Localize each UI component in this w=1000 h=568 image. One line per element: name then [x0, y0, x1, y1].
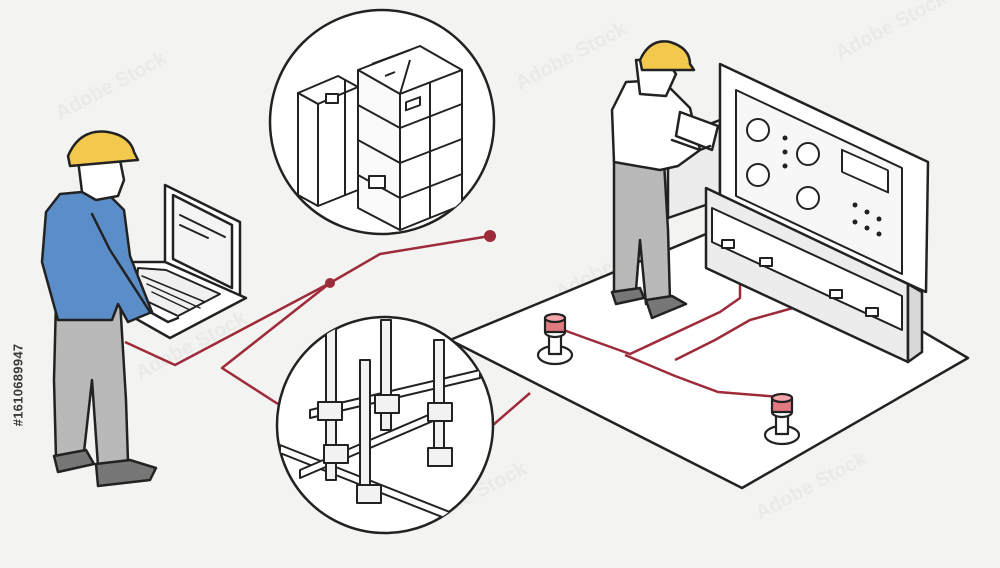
- engineer-with-tablet: [610, 40, 720, 320]
- battery-rack-detail: [268, 8, 496, 236]
- stock-id-text: #1610689947: [10, 343, 26, 427]
- svg-text:Adobe Stock: Adobe Stock: [512, 17, 631, 94]
- engineer-with-laptop: [40, 130, 248, 488]
- pipe-junction-detail: [275, 315, 495, 535]
- control-panel: [666, 62, 930, 364]
- wire-nodes: [325, 230, 496, 288]
- floor-sensors: [536, 312, 801, 446]
- svg-text:Adobe Stock: Adobe Stock: [832, 0, 951, 64]
- svg-text:Adobe Stock: Adobe Stock: [52, 47, 171, 124]
- stock-id: #1610689947: [8, 300, 28, 470]
